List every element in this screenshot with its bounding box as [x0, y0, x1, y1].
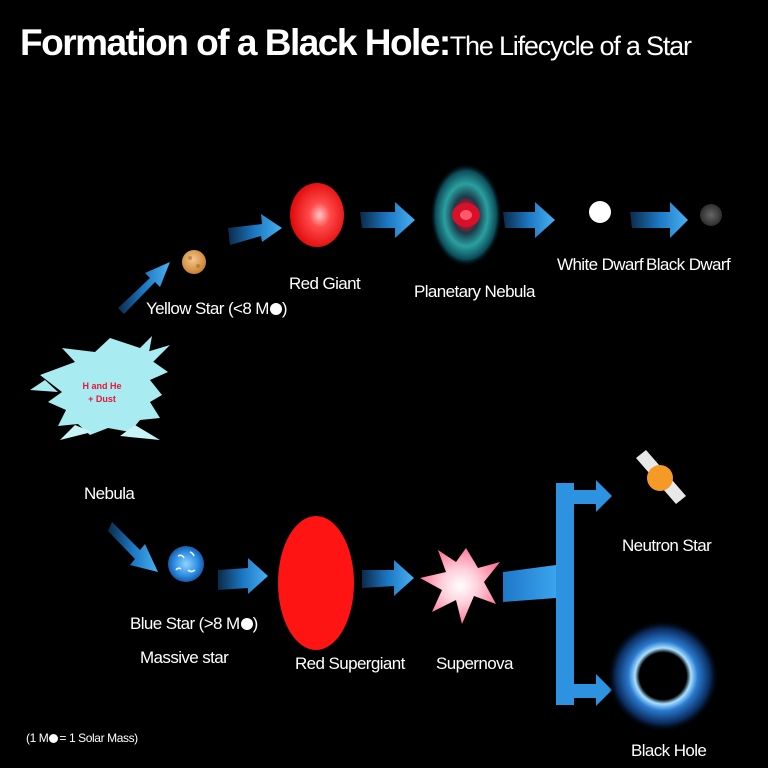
- arrow-nebula-to-blue: [108, 522, 158, 572]
- arrow-pn-to-whitedwarf: [503, 202, 555, 238]
- planetary-nebula-icon: [430, 163, 502, 267]
- title-main: Formation of a Black Hole:: [20, 22, 451, 63]
- planetary-nebula-label: Planetary Nebula: [414, 282, 535, 301]
- black-dwarf-label: Black Dwarf: [646, 255, 731, 274]
- solar-mass-symbol-icon: [49, 734, 59, 743]
- neutron-star-label: Neutron Star: [622, 536, 712, 555]
- nebula-inner-text-1: H and He: [82, 381, 121, 391]
- page-title: Formation of a Black Hole:The Lifecycle …: [20, 22, 692, 64]
- solar-mass-symbol-icon: [240, 618, 253, 630]
- red-giant-label: Red Giant: [289, 274, 361, 293]
- arrow-whitedwarf-to-blackdwarf: [630, 202, 688, 238]
- black-hole-label: Black Hole: [631, 741, 707, 760]
- black-hole-icon: [607, 620, 719, 732]
- massive-star-label: Massive star: [140, 648, 229, 667]
- red-giant-icon: [290, 183, 344, 247]
- red-supergiant-icon: [278, 516, 354, 650]
- arrow-nebula-to-yellow: [118, 262, 170, 314]
- arrow-blue-to-redsupergiant: [218, 558, 268, 594]
- white-dwarf-icon: [589, 201, 611, 223]
- arrow-yellow-to-redgiant: [228, 214, 282, 245]
- black-dwarf-icon: [700, 204, 722, 226]
- blue-star-label: Blue Star (>8 M): [130, 614, 258, 633]
- nebula-label: Nebula: [84, 484, 135, 503]
- red-supergiant-label: Red Supergiant: [295, 654, 405, 673]
- branch-arrow: [503, 480, 612, 706]
- yellow-star-label: Yellow Star (<8 M): [146, 299, 288, 318]
- neutron-star-icon: [636, 450, 686, 504]
- arrow-redsupergiant-to-supernova: [362, 560, 414, 596]
- solar-mass-footnote: (1 M= 1 Solar Mass): [26, 731, 138, 745]
- title-subtitle: The Lifecycle of a Star: [449, 31, 692, 61]
- white-dwarf-label: White Dwarf: [557, 255, 644, 274]
- supernova-label: Supernova: [436, 654, 513, 673]
- nebula-inner-text-2: + Dust: [88, 394, 116, 404]
- arrow-redgiant-to-pn: [360, 202, 415, 238]
- yellow-star-icon: [182, 250, 206, 274]
- supernova-icon: [420, 548, 500, 624]
- solar-mass-symbol-icon: [269, 303, 282, 315]
- blue-star-icon: [168, 546, 204, 582]
- nebula-cloud-icon: [30, 336, 170, 440]
